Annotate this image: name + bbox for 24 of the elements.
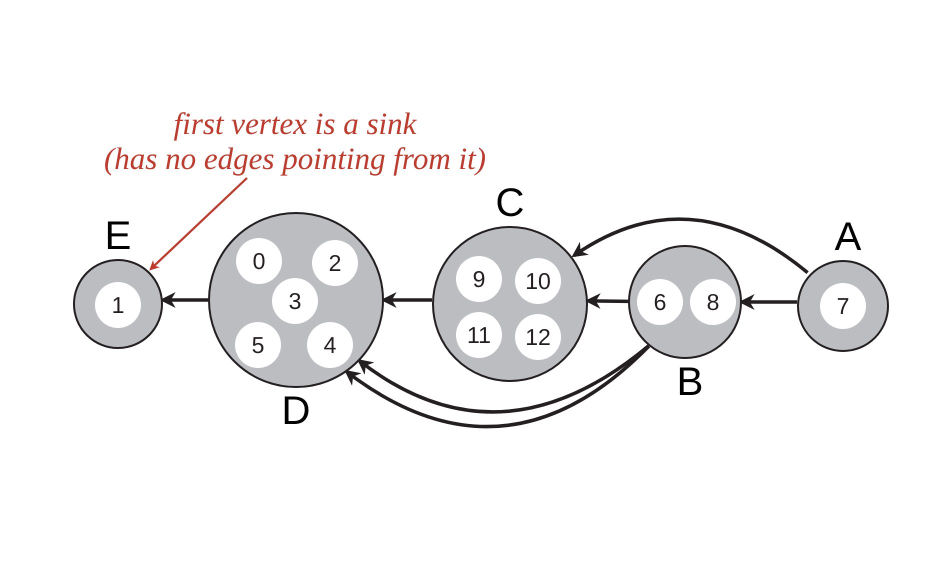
vertex-dot: 3: [272, 278, 318, 324]
component-label: A: [834, 214, 862, 260]
vertex-dot: 10: [515, 258, 561, 304]
vertex-dot: 9: [456, 256, 502, 302]
vertex-dot: 11: [456, 312, 502, 358]
leader-arrow: [149, 177, 248, 270]
component-label: C: [496, 180, 524, 226]
vertex-dot: 4: [307, 322, 353, 368]
component-label: B: [676, 359, 704, 405]
vertex-dot: 0: [236, 238, 282, 284]
component-label: E: [104, 213, 132, 259]
annotation-text: (has no edges pointing from it): [104, 141, 486, 176]
vertex-dot: 8: [690, 279, 736, 325]
arrow: [571, 218, 809, 274]
vertex-dot: 2: [312, 240, 358, 286]
vertex-dot: 6: [637, 279, 683, 325]
arrow: [344, 344, 650, 428]
vertex-dot: 7: [820, 283, 866, 329]
annotation-text: first vertex is a sink: [174, 106, 416, 141]
arrow: [356, 344, 650, 414]
component-label: D: [282, 388, 310, 434]
vertex-dot: 1: [95, 282, 141, 328]
vertex-dot: 12: [515, 314, 561, 360]
vertex-dot: 5: [235, 322, 281, 368]
